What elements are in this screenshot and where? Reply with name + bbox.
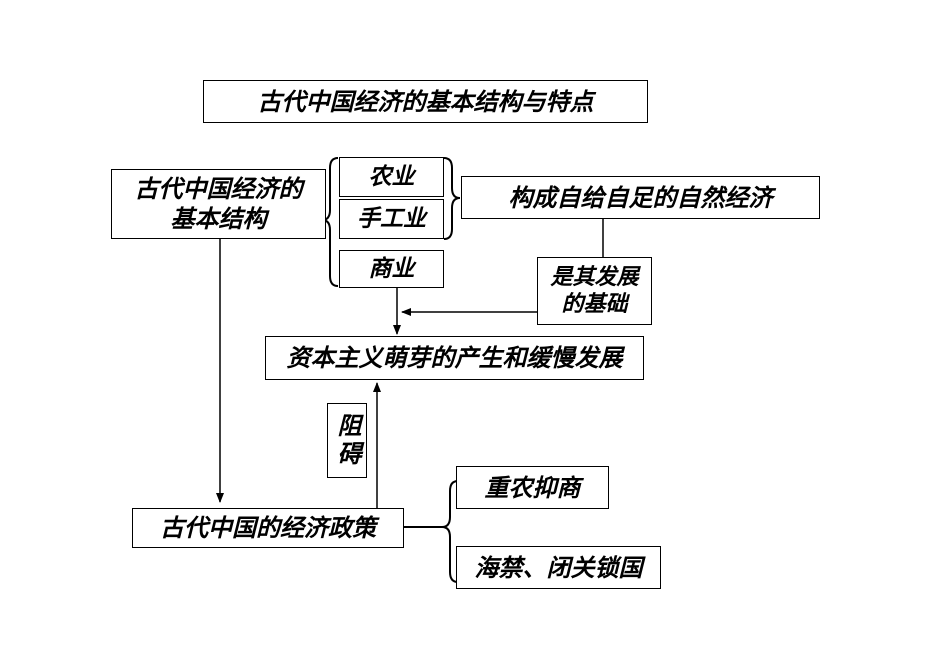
basic-structure-box: 古代中国经济的 基本结构: [111, 169, 326, 239]
right-brace: [443, 157, 461, 240]
policy-label: 古代中国的经济政策: [160, 514, 376, 542]
foundation-box: 是其发展 的基础: [537, 257, 652, 325]
obstruct-box: 阻碍: [327, 403, 367, 478]
agriculture-label: 农业: [368, 163, 415, 190]
sea-ban-box: 海禁、闭关锁国: [456, 546, 661, 589]
natural-economy-label: 构成自给自足的自然经济: [508, 183, 773, 212]
policy-box: 古代中国的经济政策: [132, 508, 404, 548]
capitalism-label: 资本主义萌芽的产生和缓慢发展: [286, 344, 623, 372]
natural-economy-box: 构成自给自足的自然经济: [461, 176, 820, 219]
agri-over-commerce-box: 重农抑商: [456, 466, 609, 509]
title-box: 古代中国经济的基本结构与特点: [203, 80, 648, 123]
foundation-label: 是其发展 的基础: [550, 264, 639, 318]
commerce-box: 商业: [339, 250, 444, 288]
agriculture-box: 农业: [339, 157, 444, 197]
basic-structure-label: 古代中国经济的 基本结构: [134, 175, 303, 233]
commerce-label: 商业: [368, 255, 415, 282]
page-title: 古代中国经济的基本结构与特点: [257, 87, 594, 116]
sea-ban-label: 海禁、闭关锁国: [474, 553, 643, 582]
policy-brace: [441, 480, 459, 583]
obstruct-label: 阻碍: [333, 412, 361, 469]
capitalism-box: 资本主义萌芽的产生和缓慢发展: [265, 336, 644, 380]
agri-over-commerce-label: 重农抑商: [484, 473, 581, 502]
handicraft-label: 手工业: [357, 205, 426, 232]
handicraft-box: 手工业: [339, 199, 444, 239]
